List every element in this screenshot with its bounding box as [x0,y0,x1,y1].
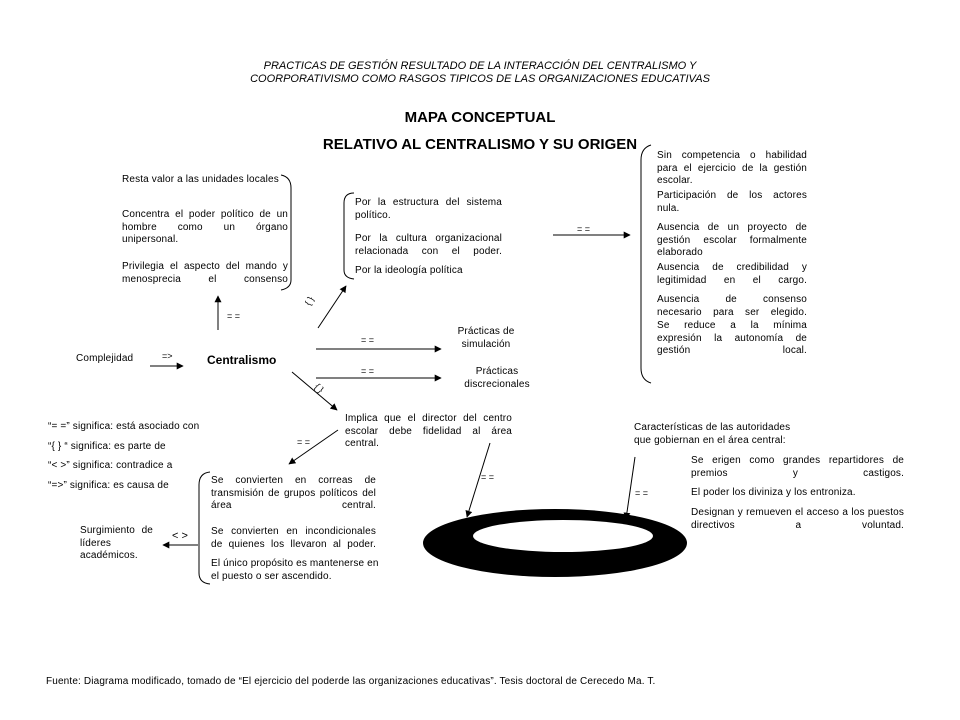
node-caracteristicas: Características de las autoridades que g… [634,422,791,446]
node-ausencia-proyecto: Ausencia de un proyecto de gestión escol… [657,222,807,258]
node-privilegia: Privilegia el aspecto del mando y menosp… [122,261,288,285]
header-line-2: COORPORATIVISMO COMO RASGOS TIPICOS DE L… [250,73,710,85]
node-incondicionales: Se convierten en incondicionales de quie… [211,526,376,550]
bracket-origins [343,192,355,280]
legend-contradice: “< >” significa: contradice a [48,460,173,471]
node-implica: Implica que el director del centro escol… [345,413,512,449]
node-correas: Se convierten en correas de transmisión … [211,475,376,511]
node-unico-proposito: El único propósito es mantenerse en el p… [211,558,379,582]
node-simulacion: Prácticas de simulación [457,326,515,350]
node-ausencia-consenso: Ausencia de consenso necesario para ser … [657,294,807,318]
link-asociado-attributes: = = [227,311,241,321]
header-line-1: PRACTICAS DE GESTIÓN RESULTADO DE LA INT… [263,60,697,72]
legend-parte: “{ } “ significa: es parte de [48,440,166,452]
legend-causa: “=>” significa: es causa de [48,479,169,491]
arrow-caracteristicas-ellipse [623,456,636,520]
legend: “= =” significa: está asociado con “{ } … [48,421,228,492]
title-mapa: MAPA CONCEPTUAL [404,109,556,126]
link-asociado-discrecionales: = = [361,366,375,376]
title-relativo: RELATIVO AL CENTRALISMO Y SU ORIGEN [322,136,638,153]
node-complejidad: Complejidad [76,353,134,364]
bracket-centralismo-attributes [280,174,292,291]
node-participacion: Participación de los actores nula. [657,190,807,214]
link-asociado-consequences: = = [577,224,591,234]
node-centralismo: Centralismo [207,353,277,367]
node-discrecionales: Prácticas discrecionales [464,366,530,390]
bracket-consequences-bottom [198,471,211,585]
ellipse-shape [423,509,687,577]
node-resta-valor: Resta valor a las unidades locales [122,174,279,185]
link-contradice-surgimiento: < > [172,530,188,542]
link-asociado-ellipse: = = [481,472,495,482]
arrow-implica-correas [288,429,339,465]
node-ausencia-credibilidad: Ausencia de credibilidad y legitimidad e… [657,262,807,286]
legend-asociado: “= =” significa: está asociado con [48,421,200,432]
node-el-poder: El poder los diviniza y los entroniza. [691,487,856,498]
link-causa-complejidad: => [162,351,173,361]
node-surgimiento: Surgimiento de líderes académicos. [80,525,153,561]
arrow-centralismo-implica [291,371,338,411]
link-asociado-simulacion: = = [361,335,375,345]
node-concentra: Concentra el poder político de un hombre… [122,209,288,245]
arrow-implica-ellipse [465,442,491,518]
node-cultura: Por la cultura organizacional relacionad… [355,233,502,257]
bracket-consequences [640,144,652,384]
footer-source: Fuente: Diagrama modificado, tomado de “… [46,676,656,687]
node-se-reduce: Se reduce a la mínima expresión la auton… [657,320,807,356]
node-sin-competencia: Sin competencia o habilidad para el ejer… [657,150,807,186]
header: PRACTICAS DE GESTIÓN RESULTADO DE LA INT… [160,60,800,86]
node-se-erigen: Se erigen como grandes repartidores de p… [691,455,904,479]
link-asociado-correas: = = [297,437,311,447]
node-ideologia: Por la ideología política [355,265,463,276]
arrow-centralismo-origins [317,285,347,329]
link-asociado-caracteristicas: = = [635,488,649,498]
node-designan: Designan y remueven el acceso a los pues… [691,507,904,531]
node-estructura: Por la estructura del sistema político. [355,197,502,221]
